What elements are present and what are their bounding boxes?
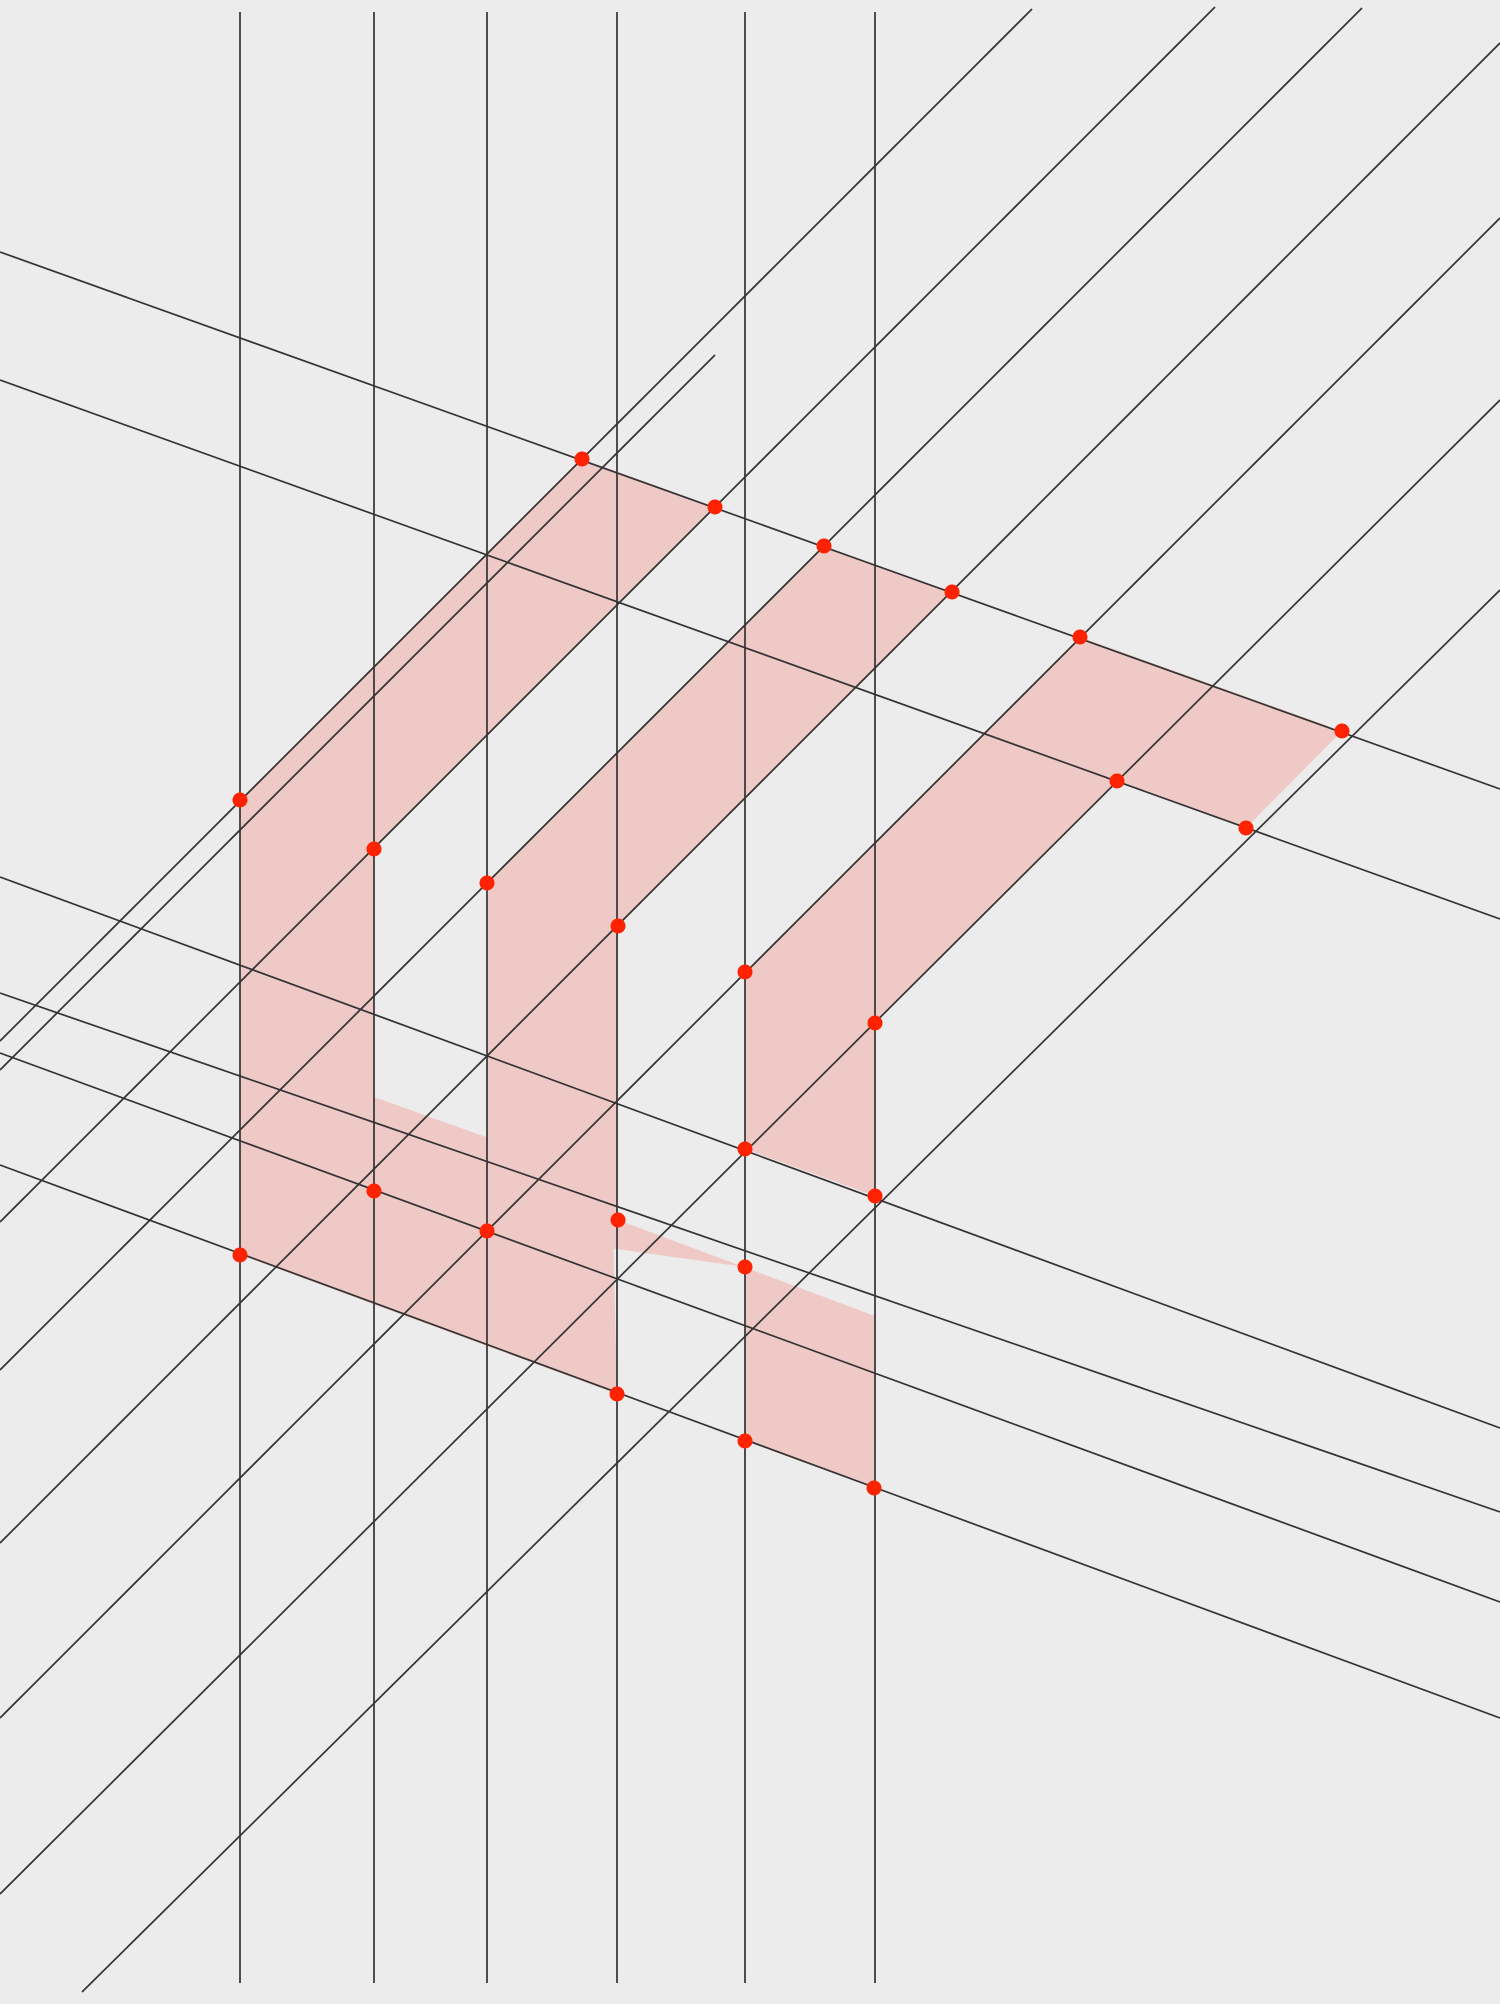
- construction-line-10: [0, 42, 1500, 1544]
- shaded-region-1: [240, 459, 715, 1394]
- highlighted-point-3: [816, 538, 832, 554]
- highlighted-point-17: [366, 1183, 382, 1199]
- shaded-region-2: [487, 546, 952, 1488]
- highlighted-point-12: [610, 918, 626, 934]
- highlighted-points: [232, 451, 1350, 1496]
- construction-line-19: [0, 1052, 1500, 1603]
- construction-line-18: [0, 992, 1500, 1513]
- highlighted-point-21: [232, 1247, 248, 1263]
- highlighted-point-4: [944, 584, 960, 600]
- highlighted-point-2: [707, 499, 723, 515]
- highlighted-point-19: [610, 1212, 626, 1228]
- highlighted-point-11: [479, 875, 495, 891]
- highlighted-point-24: [866, 1480, 882, 1496]
- highlighted-point-1: [574, 451, 590, 467]
- highlighted-point-22: [609, 1386, 625, 1402]
- construction-line-7: [0, 8, 1033, 1042]
- highlighted-point-20: [737, 1259, 753, 1275]
- shaded-regions: [240, 459, 1342, 1488]
- highlighted-point-7: [1109, 773, 1125, 789]
- highlighted-point-10: [366, 841, 382, 857]
- highlighted-point-14: [867, 1015, 883, 1031]
- highlighted-point-15: [737, 1141, 753, 1157]
- construction-line-9: [0, 7, 1363, 1371]
- construction-line-13: [81, 589, 1500, 1993]
- highlighted-point-6: [1334, 723, 1350, 739]
- highlighted-point-8: [1238, 820, 1254, 836]
- construction-line-16: [0, 379, 1500, 920]
- highlighted-point-16: [867, 1188, 883, 1204]
- highlighted-point-18: [479, 1223, 495, 1239]
- shaded-region-3: [745, 637, 1342, 1196]
- highlighted-point-23: [737, 1433, 753, 1449]
- construction-line-14: [0, 354, 716, 1071]
- highlighted-point-13: [737, 964, 753, 980]
- highlighted-point-9: [232, 792, 248, 808]
- construction-line-8: [0, 6, 1216, 1223]
- highlighted-point-5: [1072, 629, 1088, 645]
- construction-line-15: [0, 251, 1500, 790]
